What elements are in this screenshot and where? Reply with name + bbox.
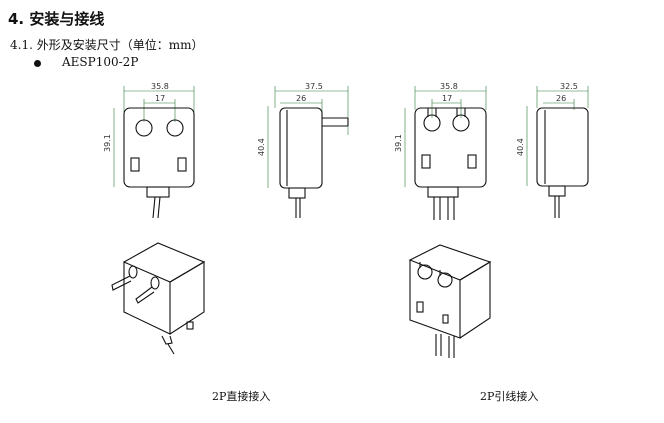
dim-depth-total: 32.5: [560, 82, 578, 91]
bullet-dot: [34, 60, 41, 67]
dim-width: 35.8: [151, 82, 169, 91]
front-view-wire: 35.8 17 39.1: [394, 82, 487, 220]
side-view-wire: 32.5 26 40.4: [516, 82, 589, 218]
isometric-wire-lead: [408, 244, 492, 358]
dim-depth-body: 26: [556, 94, 566, 103]
front-view-direct: 35.8 17 39.1: [103, 82, 195, 219]
dim-width: 35.8: [440, 82, 458, 91]
caption-direct: 2P直接接入: [212, 390, 271, 403]
dim-hole-spacing: 17: [155, 94, 165, 103]
subsection-title: 4.1. 外形及安装尺寸（单位：mm）: [10, 38, 204, 52]
dim-hole-spacing: 17: [442, 94, 452, 103]
dim-height: 39.1: [394, 134, 403, 152]
side-view-direct: 37.5 26 40.4: [257, 82, 349, 218]
caption-wire: 2P引线接入: [480, 390, 539, 403]
model-name: AESP100-2P: [62, 55, 139, 69]
dim-depth-total: 37.5: [305, 82, 323, 91]
section-title: 4. 安装与接线: [8, 10, 105, 28]
dim-height: 40.4: [257, 138, 266, 156]
dim-height: 39.1: [103, 134, 112, 152]
dim-height: 40.4: [516, 138, 525, 156]
isometric-direct-plug: [111, 242, 206, 355]
dim-depth-body: 26: [296, 94, 306, 103]
